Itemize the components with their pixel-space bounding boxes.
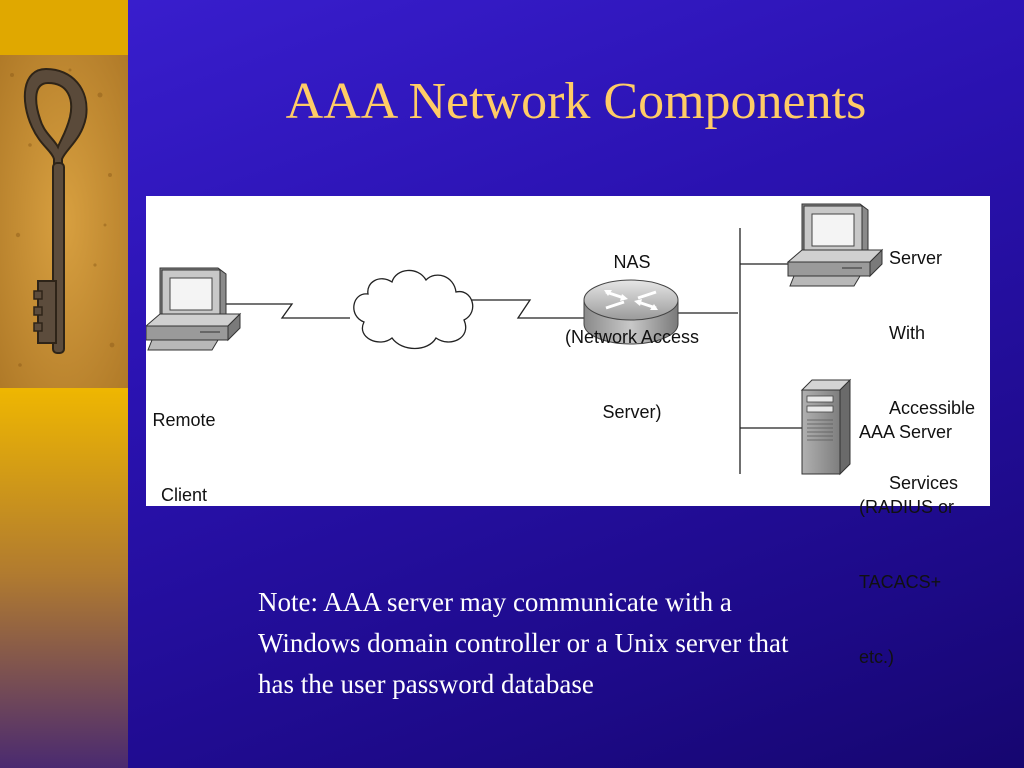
label-line: Server): [602, 402, 662, 422]
remote-client-icon: [144, 267, 242, 351]
sidebar-band: [0, 0, 128, 55]
router-icon: [583, 279, 679, 345]
links: [226, 228, 802, 474]
note-line: Windows domain controller or a Unix serv…: [258, 628, 789, 658]
key-image: [0, 55, 128, 388]
label-line: (RADIUS or: [859, 497, 955, 517]
remote-client-label: Remote Client: [146, 358, 222, 558]
tower-server-icon: [800, 378, 852, 476]
cloud-icon: [353, 269, 474, 350]
label-line: AAA Server: [859, 422, 953, 442]
label-line: etc.): [859, 647, 895, 667]
label-line: Server: [889, 248, 943, 268]
label-line: Accessible: [889, 398, 976, 418]
note-line: has the user password database: [258, 669, 594, 699]
aaa-server-label: AAA Server (RADIUS or TACACS+ etc.): [859, 370, 954, 720]
diagram-drawing: [144, 203, 884, 476]
label-line: With: [889, 323, 925, 343]
nas-label: NAS (Network Access Server): [542, 200, 722, 475]
label-line: (Network Access: [564, 327, 700, 347]
note-line: Note: AAA server may communicate with a: [258, 587, 732, 617]
label-line: Client: [160, 485, 208, 505]
server-label: Server With Accessible Services: [889, 196, 975, 546]
note-text: Note: AAA server may communicate with a …: [258, 582, 958, 705]
label-line: Services: [889, 473, 959, 493]
label-line: Remote: [152, 410, 216, 430]
sidebar: [0, 0, 128, 768]
label-line: NAS: [613, 252, 651, 272]
server-computer-icon: [786, 203, 884, 287]
network-diagram: Remote Client NAS (Network Access Server…: [144, 196, 990, 667]
slide-title: AAA Network Components: [285, 73, 867, 130]
label-line: TACACS+: [859, 572, 942, 592]
